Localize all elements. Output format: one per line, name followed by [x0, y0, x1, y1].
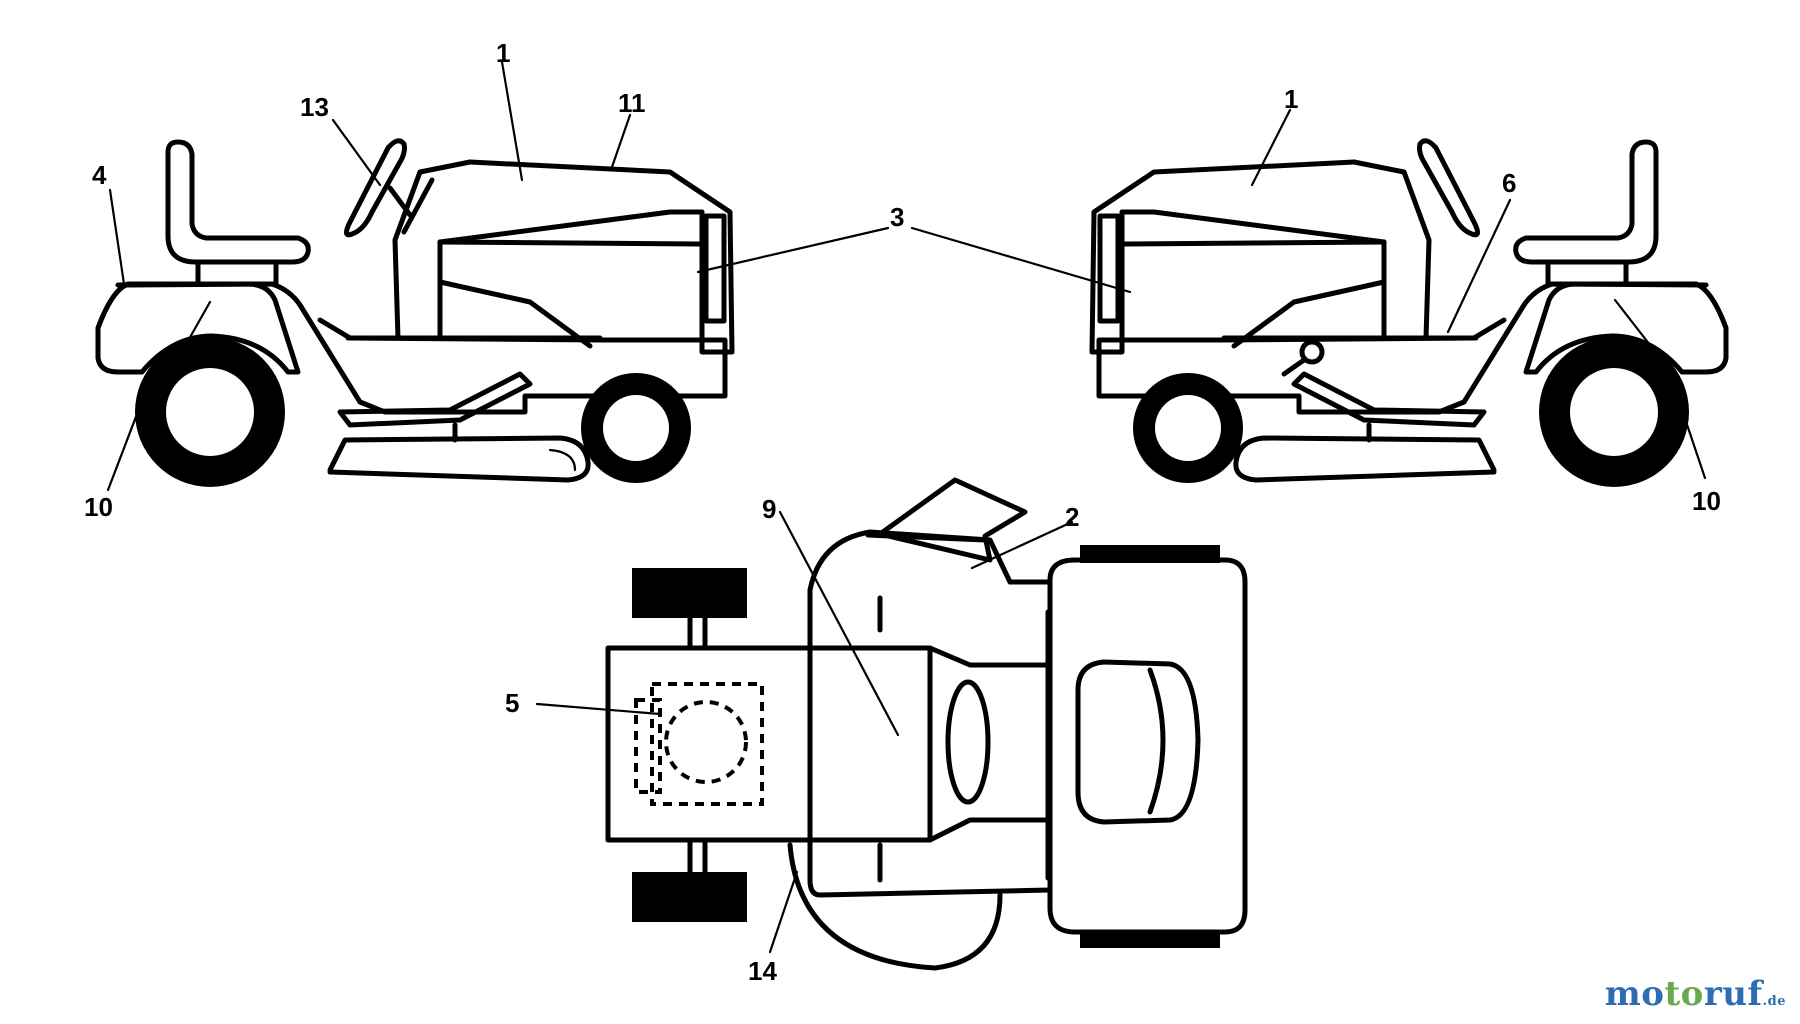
- left-mower-deck: [327, 435, 591, 483]
- callout-top-chute: 2: [1065, 502, 1079, 532]
- left-frame: [115, 281, 728, 415]
- right-mower-deck: [1233, 435, 1497, 483]
- left-dash: [392, 159, 473, 341]
- callout-left-hood-top: 11: [618, 88, 646, 118]
- left-rear-fender: [95, 281, 301, 375]
- top-rear-body: [605, 645, 933, 843]
- right-seat: [1513, 139, 1659, 265]
- callout-right-hood: 1: [1284, 84, 1298, 114]
- right-dash: [1351, 159, 1432, 341]
- top-front-wheel-left: [1080, 545, 1220, 563]
- left-hood: [437, 159, 735, 355]
- right-deck-lift-arm: [1291, 371, 1487, 428]
- callout-top-deck: 14: [748, 956, 777, 986]
- watermark-part1: mo: [1604, 974, 1665, 1014]
- right-rear-fender: [1523, 281, 1729, 375]
- left-steering-wheel: [344, 138, 407, 238]
- callout-left-hood: 1: [496, 38, 510, 68]
- top-fuel-area: [650, 682, 764, 806]
- callout-left-steering: 13: [300, 92, 329, 122]
- watermark-part2: to: [1664, 974, 1704, 1014]
- callout-labels: 1 11 13 4 3 10 1 6 10 2 9 5 14: [84, 38, 1721, 986]
- top-discharge-chute: [877, 477, 1028, 563]
- watermark-logo: motoruf.de: [1605, 974, 1786, 1014]
- top-rear-wheel-right: [632, 872, 747, 922]
- callout-right-wheel: 10: [1692, 486, 1721, 516]
- left-deck-lift-arm: [337, 371, 533, 428]
- callout-side-panel: 3: [890, 202, 904, 232]
- top-front-wheel-right: [1080, 930, 1220, 948]
- callout-top-hood: 9: [762, 494, 776, 524]
- callout-top-fuel-cap: 5: [505, 688, 519, 718]
- top-view-tractor: [605, 477, 1248, 971]
- top-deck-curve: [787, 842, 1003, 971]
- top-rear-wheel-left: [632, 568, 747, 618]
- callout-left-rear-fender: 4: [92, 160, 107, 190]
- top-front-body: [1047, 557, 1248, 935]
- right-seat-base: [1545, 259, 1629, 287]
- left-seat-base: [195, 259, 279, 287]
- leader-lines: [106, 60, 1707, 954]
- callout-right-frame: 6: [1502, 168, 1516, 198]
- watermark-part3: ruf: [1703, 974, 1763, 1014]
- right-frame: [1096, 281, 1709, 415]
- top-deck-plate: [807, 529, 1053, 898]
- top-headlight: [1075, 659, 1201, 825]
- watermark-tld: .de: [1762, 994, 1786, 1009]
- top-steering-hub: [945, 679, 991, 805]
- right-steering-wheel: [1417, 138, 1480, 238]
- callout-left-wheel: 10: [84, 492, 113, 522]
- left-seat: [165, 139, 311, 265]
- right-hood: [1089, 159, 1387, 355]
- left-tractor-side-view: [95, 138, 735, 487]
- top-fuel-cap: [664, 700, 748, 784]
- right-tractor-side-view: [1089, 138, 1729, 487]
